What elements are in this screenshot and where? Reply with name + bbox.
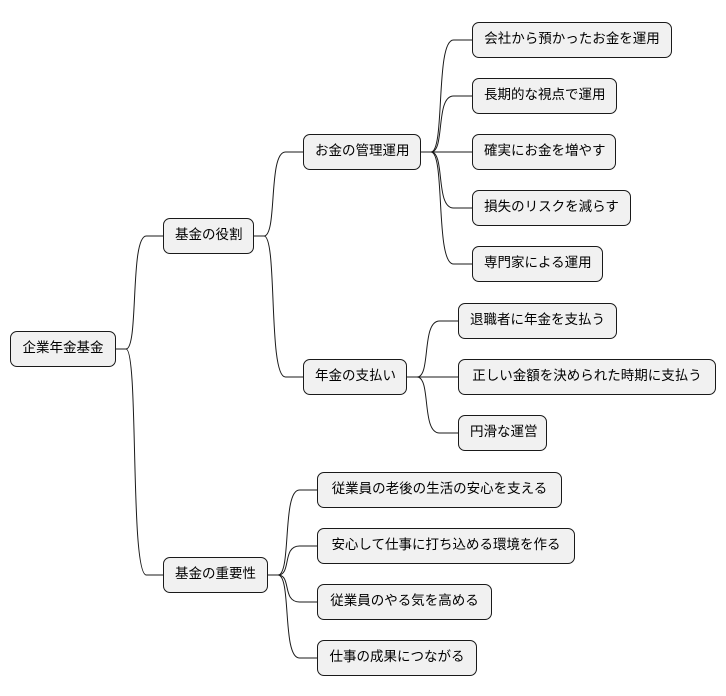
leaf-reduce-risk: 損失のリスクを減らす: [472, 190, 631, 226]
connector-branch-role-node-to-money-management-node: [254, 151, 303, 237]
leaf-grow-money: 確実にお金を増やす: [472, 134, 616, 170]
branch-importance-node: 基金の重要性: [163, 557, 268, 593]
leaf-motivation: 従業員のやる気を高める: [317, 584, 492, 620]
connector-money-management-node-to-leaf-long-term-view: [421, 95, 472, 153]
branch-role-node: 基金の役割: [163, 218, 254, 254]
connector-pension-payment-node-to-leaf-smooth-operation: [407, 376, 458, 434]
connector-branch-importance-node-to-leaf-work-environment: [268, 545, 317, 576]
leaf-long-term-view: 長期的な視点で運用: [472, 78, 617, 114]
leaf-work-results: 仕事の成果につながる: [317, 640, 477, 676]
connector-branch-importance-node-to-leaf-work-results: [268, 574, 317, 659]
leaf-pay-retirees: 退職者に年金を支払う: [458, 303, 617, 339]
connector-money-management-node-to-leaf-expert-management: [421, 151, 472, 265]
connector-branch-importance-node-to-leaf-support-retirement-life: [268, 489, 317, 576]
connector-money-management-node-to-leaf-reduce-risk: [421, 151, 472, 209]
leaf-invest-company-money: 会社から預かったお金を運用: [472, 22, 672, 58]
connector-pension-payment-node-to-leaf-pay-retirees: [407, 320, 458, 378]
connector-branch-importance-node-to-leaf-motivation: [268, 574, 317, 603]
leaf-smooth-operation: 円滑な運営: [458, 415, 547, 451]
leaf-work-environment: 安心して仕事に打ち込める環境を作る: [317, 528, 575, 564]
pension-payment-node: 年金の支払い: [303, 359, 407, 395]
connector-money-management-node-to-leaf-invest-company-money: [421, 39, 472, 153]
root-node: 企業年金基金: [10, 331, 116, 367]
connector-root-node-to-branch-importance-node: [116, 348, 163, 576]
connector-root-node-to-branch-role-node: [116, 235, 163, 350]
leaf-support-retirement-life: 従業員の老後の生活の安心を支える: [317, 472, 562, 508]
connector-branch-role-node-to-pension-payment-node: [254, 235, 303, 378]
leaf-pay-correct-amount: 正しい金額を決められた時期に支払う: [458, 359, 716, 395]
leaf-expert-management: 専門家による運用: [472, 246, 603, 282]
money-management-node: お金の管理運用: [303, 134, 421, 170]
